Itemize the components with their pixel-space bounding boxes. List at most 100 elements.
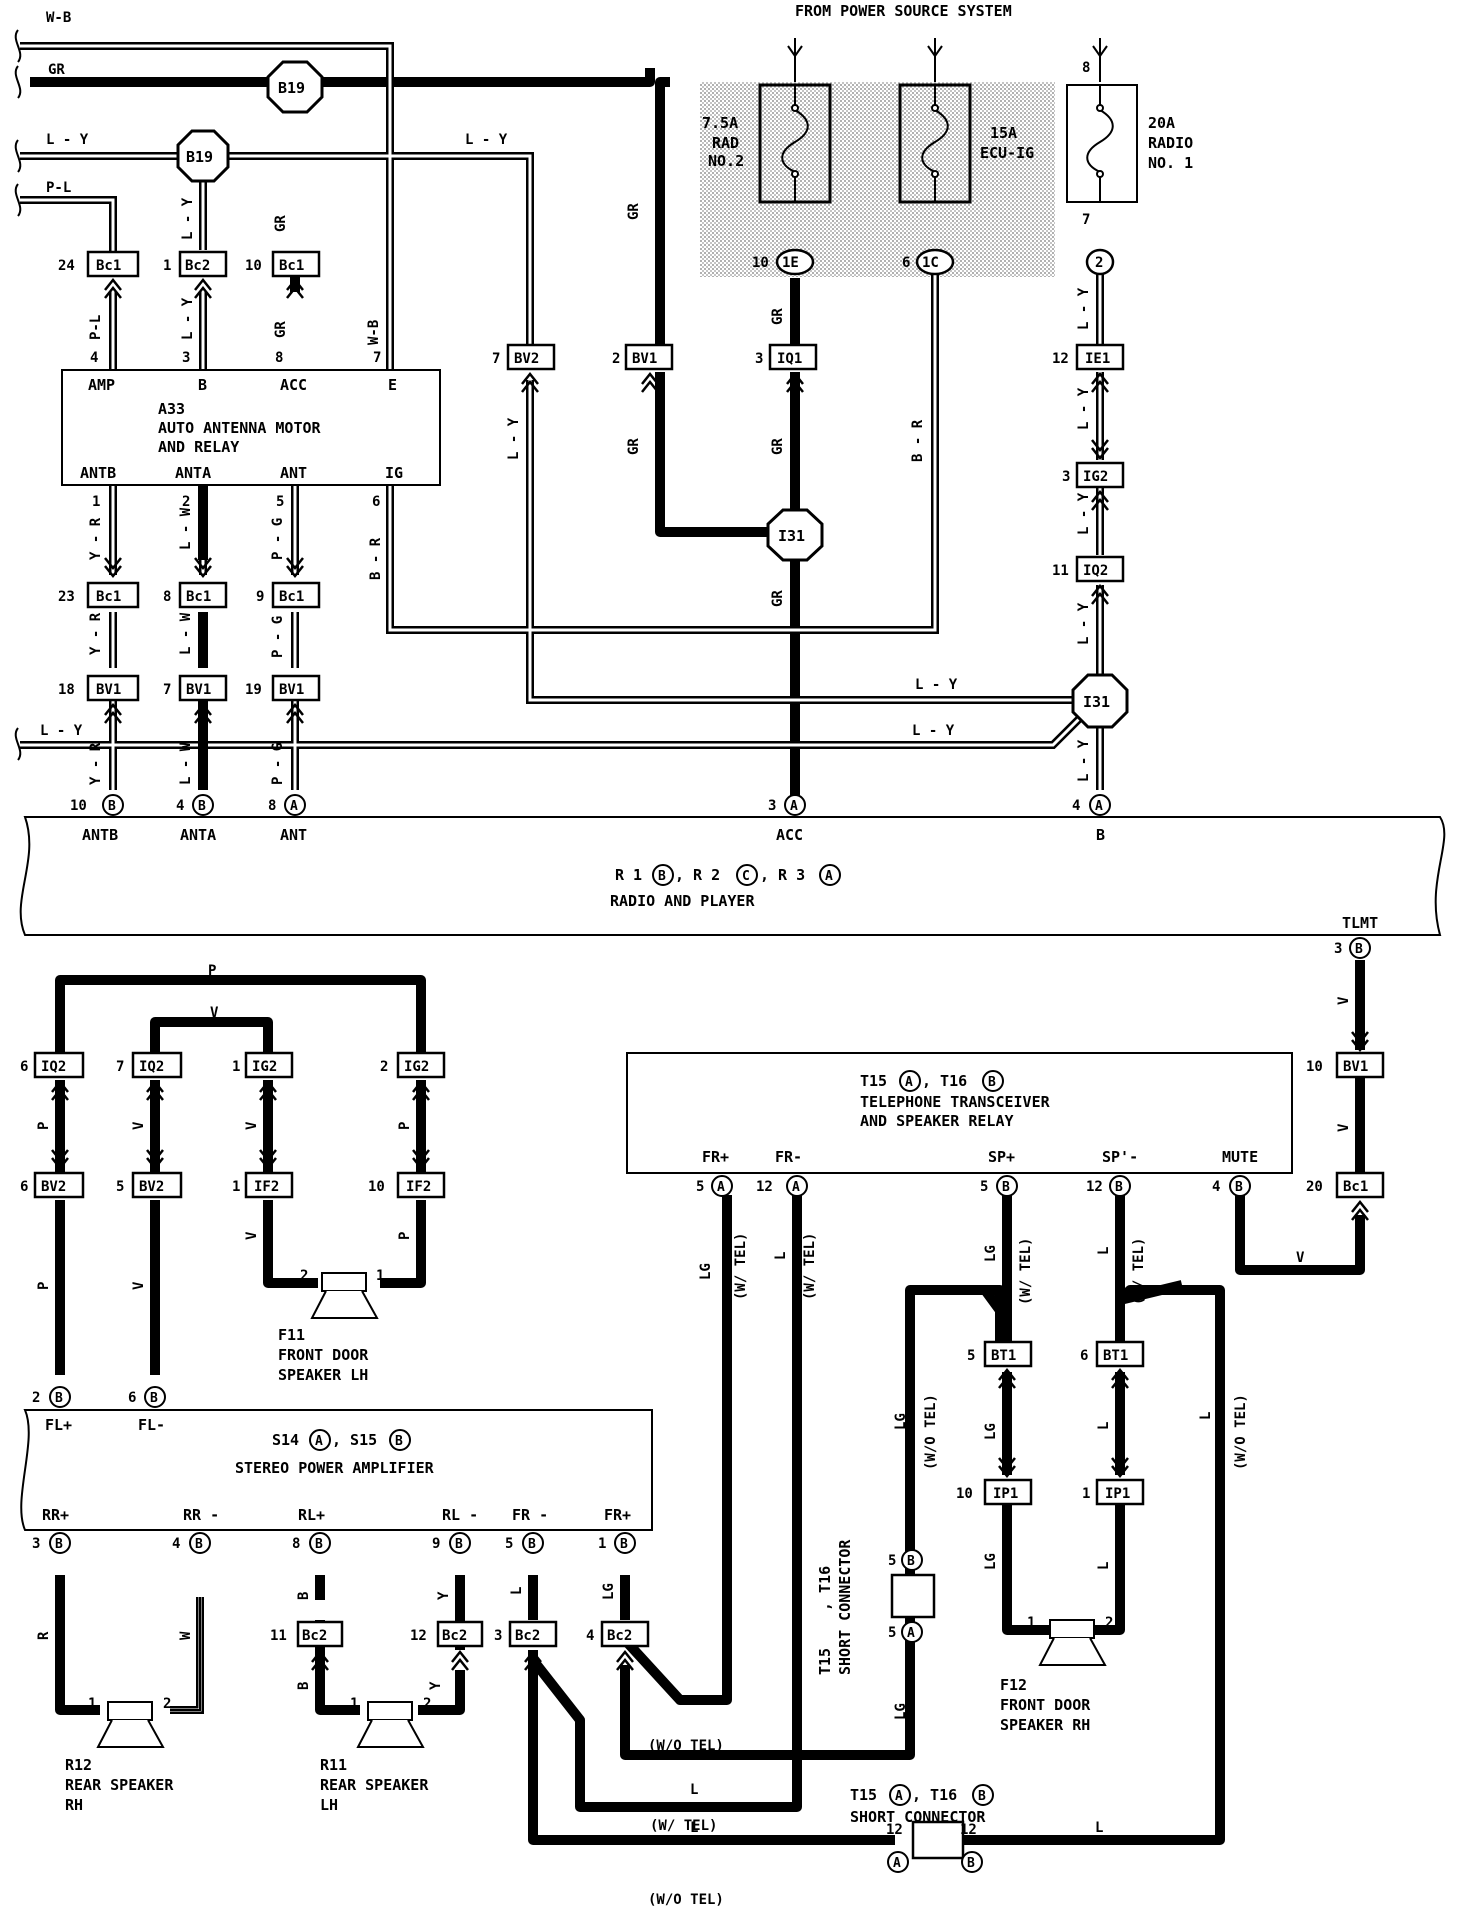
fuse-connectors	[775, 248, 1115, 276]
amplifier-term-rrplus: RR+	[42, 1506, 69, 1524]
label-gr-top: GR	[48, 62, 65, 78]
pin-1-if2: 1	[232, 1179, 240, 1195]
telephone-pin-frplus: 5	[696, 1179, 704, 1195]
splice-i31-gr-label: I31	[778, 527, 805, 545]
vlabel-pg-2: P - G	[270, 616, 286, 658]
amp-pin-rlplus-code: B	[315, 1537, 323, 1552]
telephone-pin-mute: 4	[1212, 1179, 1220, 1195]
fuse-rad2-name: RAD	[712, 134, 739, 152]
amp-pin-frminus-code: B	[528, 1537, 536, 1552]
conn-bc1-antb: Bc1	[96, 589, 121, 605]
a33-pin-amp: 4	[90, 350, 98, 366]
telephone-box	[626, 1052, 1293, 1174]
telephone-name-1: TELEPHONE TRANSCEIVER	[860, 1093, 1051, 1111]
conn-ip1-l: IP1	[1105, 1486, 1130, 1502]
pin-5-bv2: 5	[116, 1179, 124, 1195]
radio-ref-1-code: B	[658, 869, 666, 884]
vlabel-p-4: P	[397, 1232, 413, 1240]
vlabel-ly-r4: L - Y	[1076, 602, 1092, 645]
radio-pin-ant: 8	[268, 798, 276, 814]
wire-w-rear	[170, 1597, 201, 1711]
vlabel-v-bc1: V	[1336, 1123, 1352, 1132]
r11-pin-1: 1	[350, 1696, 358, 1712]
pin-fuse-in: 8	[1082, 60, 1090, 76]
telephone-term-mute: MUTE	[1222, 1148, 1258, 1166]
radio-box	[19, 816, 1446, 936]
vlabel-gr-bv1b: GR	[626, 438, 642, 455]
telephone-term-frplus: FR+	[702, 1148, 729, 1166]
pin-24: 24	[58, 258, 75, 274]
conn-iq2-p-left: IQ2	[41, 1059, 66, 1075]
telephone-ref-1-code: A	[905, 1075, 913, 1090]
short-upper-ref2: , T16	[816, 1566, 834, 1611]
power-source-label: FROM POWER SOURCE SYSTEM	[795, 2, 1012, 20]
a33-term-anta: ANTA	[175, 464, 211, 482]
pin-6-1c: 6	[902, 255, 910, 271]
radio-pin-acc: 3	[768, 798, 776, 814]
telephone-pin-frminus: 12	[756, 1179, 773, 1195]
conn-if2-v: IF2	[254, 1179, 279, 1195]
pin-7-bv1: 7	[163, 682, 171, 698]
short-lower-code-b: B	[967, 1856, 975, 1871]
amplifier-ref-2-code: B	[395, 1434, 403, 1449]
telephone-ref-1: T15	[860, 1072, 887, 1090]
amplifier-pins	[49, 1386, 636, 1554]
telephone-ref-2-code: B	[988, 1075, 996, 1090]
vlabel-l-ip1: L	[1096, 1562, 1112, 1570]
telephone-name-2: AND SPEAKER RELAY	[860, 1112, 1014, 1130]
pin-1-bc2: 1	[163, 258, 171, 274]
short-lower-pin-a: 12	[886, 1822, 903, 1838]
pin-4-bc2: 4	[586, 1628, 594, 1644]
conn-if2-p: IF2	[406, 1179, 431, 1195]
vlabel-wtel-spplus: (W/ TEL)	[1018, 1238, 1034, 1305]
vlabel-lg-ip1: LG	[983, 1553, 999, 1570]
pin-7-iq2: 7	[116, 1059, 124, 1075]
pin-10-ip1: 10	[956, 1486, 973, 1502]
splice-b19-top: B19	[266, 60, 324, 114]
conn-bc1-ant: Bc1	[279, 589, 304, 605]
amp-pin-flminus-code: B	[150, 1391, 158, 1406]
label-wotel-1: (W/O TEL)	[648, 1738, 724, 1754]
conn-bv2-v: BV2	[139, 1179, 164, 1195]
short-lower-ref1-code: A	[895, 1789, 903, 1804]
conn-ip1-lg: IP1	[993, 1486, 1018, 1502]
vlabel-p-1: P	[36, 1122, 52, 1130]
vlabel-w: W	[178, 1631, 194, 1640]
radio-pin-antb: 10	[70, 798, 87, 814]
vlabel-lg-bt1: LG	[983, 1423, 999, 1440]
radio-ref-2-code: C	[742, 869, 750, 884]
a33-term-ig: IG	[385, 464, 403, 482]
r12-pin-1: 1	[88, 1696, 96, 1712]
amplifier-ref-1-code: A	[315, 1434, 323, 1449]
vlabel-lw-2: L - W	[178, 612, 194, 655]
vlabel-wtel-spminus: (W/ TEL)	[1131, 1238, 1147, 1305]
telephone-pin-4-code: B	[1115, 1180, 1123, 1195]
f11-name-1: FRONT DOOR	[278, 1346, 369, 1364]
label-ly-right-1: L - Y	[915, 677, 958, 693]
short-lower-name: SHORT CONNECTOR	[850, 1808, 986, 1826]
thick-wires	[30, 68, 1365, 1845]
vlabel-br-1c: B - R	[910, 419, 926, 462]
conn-bc2-lg: Bc2	[607, 1628, 632, 1644]
short-upper-name: SHORT CONNECTOR	[836, 1539, 854, 1675]
vlabel-v-tlmt: V	[1336, 996, 1352, 1005]
r11-name-1: REAR SPEAKER	[320, 1776, 429, 1794]
pin-11-bc2: 11	[270, 1628, 287, 1644]
vlabel-lw-1: L - W	[178, 507, 194, 550]
label-ly-left: L - Y	[46, 132, 89, 148]
splice-i31-ly-label: I31	[1083, 693, 1110, 711]
conn-bc1-v: Bc1	[1343, 1179, 1368, 1195]
short-upper-ref1: T15	[816, 1648, 834, 1675]
vlabel-wtel-frplus: (W/ TEL)	[733, 1233, 749, 1300]
radio-pin-tlmt-code: B	[1355, 942, 1363, 957]
conn-bv2-p: BV2	[41, 1179, 66, 1195]
short-upper-label: T15 , T16 SHORT CONNECTOR	[816, 1539, 854, 1675]
pin-10-bc1: 10	[245, 258, 262, 274]
vlabel-v-4: V	[244, 1231, 260, 1240]
amp-pin-frminus: 5	[505, 1536, 513, 1552]
label-l-1: L	[690, 1782, 698, 1798]
a33-pin-antb: 1	[92, 494, 100, 510]
vlabel-gr-bv1a: GR	[626, 203, 642, 220]
pin-6-bt1: 6	[1080, 1348, 1088, 1364]
